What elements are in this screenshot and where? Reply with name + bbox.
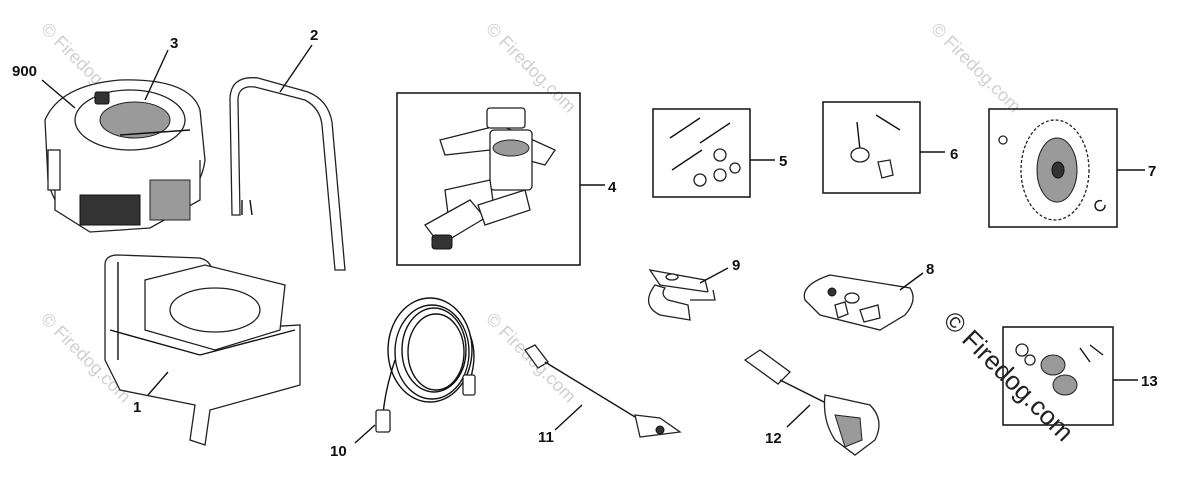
hardware-kit-box xyxy=(822,101,921,194)
engine-part xyxy=(44,79,206,233)
leader-2 xyxy=(279,44,313,93)
wand-part xyxy=(524,344,682,438)
wheel-kit-box xyxy=(1002,326,1114,426)
hose-clip-part xyxy=(648,269,716,321)
leader-3 xyxy=(144,49,169,101)
wheel-part xyxy=(998,119,1106,221)
pump-part xyxy=(424,107,556,250)
leader-10 xyxy=(354,424,376,444)
watermark-top-center: © Firedog.com xyxy=(482,19,580,117)
pump-box xyxy=(396,92,581,266)
frame-part xyxy=(104,254,301,446)
callout-900: 900 xyxy=(12,63,37,80)
callout-12: 12 xyxy=(765,430,782,447)
callout-11: 11 xyxy=(538,429,554,446)
leader-1 xyxy=(147,371,169,396)
watermark-top-right: © Firedog.com xyxy=(927,19,1025,117)
callout-3: 3 xyxy=(170,35,178,52)
callout-6: 6 xyxy=(950,146,958,163)
callout-9: 9 xyxy=(732,257,740,274)
leader-11 xyxy=(554,404,583,431)
spray-gun-part xyxy=(743,349,880,456)
leader-12 xyxy=(786,404,811,428)
wheel-box xyxy=(988,108,1118,228)
callout-2: 2 xyxy=(310,27,318,44)
callout-8: 8 xyxy=(926,261,934,278)
callout-7: 7 xyxy=(1148,163,1156,180)
hardware-kit-part xyxy=(850,114,901,179)
leader-900 xyxy=(41,79,76,109)
callout-10: 10 xyxy=(330,443,347,460)
bolt-kit-part xyxy=(669,117,741,187)
callout-4: 4 xyxy=(608,179,617,196)
callout-5: 5 xyxy=(779,153,787,170)
callout-1: 1 xyxy=(133,399,141,416)
wheel-kit-part xyxy=(1015,343,1104,396)
leader-8 xyxy=(899,272,924,291)
nozzle-kit-part xyxy=(803,274,914,331)
callout-13: 13 xyxy=(1141,373,1158,390)
leader-9 xyxy=(699,267,729,284)
bolt-kit-box xyxy=(652,108,751,198)
hose-part xyxy=(375,297,476,433)
handle-part xyxy=(229,77,346,271)
